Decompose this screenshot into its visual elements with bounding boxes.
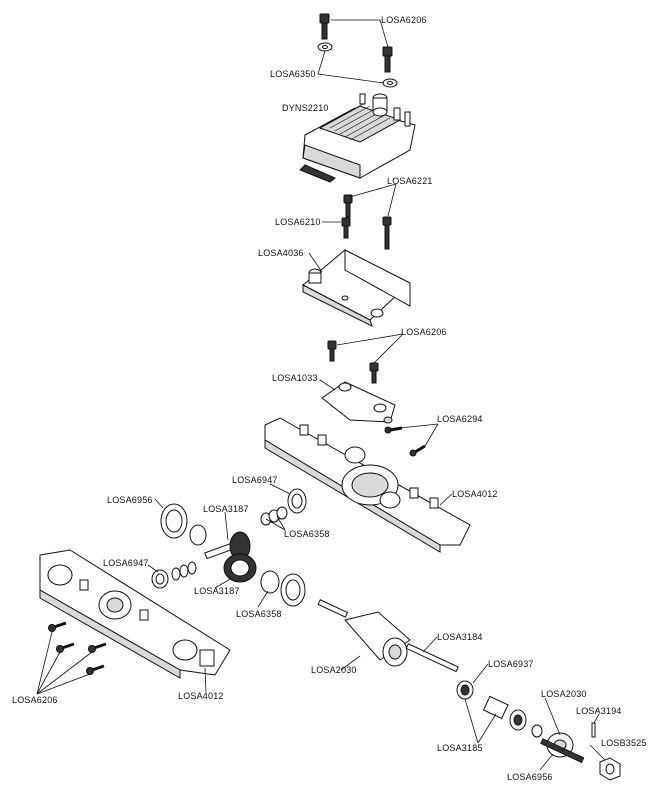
esc-unit bbox=[299, 93, 416, 183]
label-losa4012-bottom: LOSA4012 bbox=[178, 691, 224, 701]
label-losa3187-bottom: LOSA3187 bbox=[194, 586, 240, 596]
ring-right bbox=[531, 724, 543, 738]
top-screw-left bbox=[319, 13, 330, 40]
top-screw-right bbox=[382, 46, 393, 73]
label-losa6350: LOSA6350 bbox=[270, 69, 316, 79]
label-losa2030-right: LOSA2030 bbox=[541, 689, 587, 699]
ring-left bbox=[189, 524, 207, 546]
output-yoke bbox=[540, 732, 585, 764]
shims-left bbox=[171, 561, 197, 581]
screws-bottom-6206 bbox=[48, 621, 107, 675]
label-losa6206-mid: LOSA6206 bbox=[401, 327, 447, 337]
screw-mid-right bbox=[369, 362, 379, 384]
axle-housing-main bbox=[264, 417, 471, 553]
label-losa6221: LOSA6221 bbox=[387, 176, 433, 186]
label-losa3187-top: LOSA3187 bbox=[203, 504, 249, 514]
label-losa3194: LOSA3194 bbox=[576, 706, 622, 716]
screws-6294 bbox=[384, 426, 426, 457]
ring-gear bbox=[223, 553, 257, 583]
pinion-gear-shaft bbox=[204, 531, 251, 561]
screw-mid-left bbox=[327, 340, 337, 362]
washer-left-hole bbox=[322, 45, 328, 49]
spacer-3185 bbox=[482, 695, 509, 720]
bearing-6937 bbox=[456, 680, 474, 700]
label-losa6294: LOSA6294 bbox=[437, 414, 483, 424]
label-losb3525: LOSB3525 bbox=[601, 738, 647, 748]
label-dyns2210: DYNS2210 bbox=[282, 103, 329, 113]
label-losa4036: LOSA4036 bbox=[258, 248, 304, 258]
pin-3194 bbox=[591, 722, 596, 738]
washer-right-hole bbox=[387, 81, 393, 85]
label-losa6947-top: LOSA6947 bbox=[232, 475, 278, 485]
label-losa3185: LOSA3185 bbox=[437, 743, 483, 753]
ring-6358-bottom bbox=[260, 570, 280, 594]
esc-mount-plate bbox=[302, 249, 411, 327]
bearing-6956-left bbox=[160, 503, 188, 539]
axle-housing-left bbox=[39, 549, 231, 679]
label-losa3184: LOSA3184 bbox=[437, 632, 483, 642]
label-losa6947-left: LOSA6947 bbox=[103, 558, 149, 568]
driveshaft bbox=[317, 599, 459, 673]
label-losa6358-right: LOSA6358 bbox=[284, 529, 330, 539]
bearing-6947-top bbox=[287, 488, 307, 514]
label-losa4012-right: LOSA4012 bbox=[452, 489, 498, 499]
screw-6221-a bbox=[341, 217, 351, 239]
label-losa6956-left: LOSA6956 bbox=[107, 495, 153, 505]
label-losa6358-bottom: LOSA6358 bbox=[236, 609, 282, 619]
label-losa6206-bottom: LOSA6206 bbox=[12, 695, 58, 705]
bearing-6947-left bbox=[151, 569, 169, 589]
shims-6358-right bbox=[260, 506, 288, 526]
label-losa6956-bottom: LOSA6956 bbox=[507, 772, 553, 782]
label-losa6206-top: LOSA6206 bbox=[381, 15, 427, 25]
bearing-right-6956 bbox=[280, 573, 306, 607]
link-mount bbox=[321, 381, 396, 424]
leader-lines bbox=[36, 19, 606, 771]
screw-6221-b bbox=[382, 216, 392, 250]
label-losa2030-mid: LOSA2030 bbox=[311, 665, 357, 675]
bearing-3185-b bbox=[509, 709, 527, 731]
label-losa1033: LOSA1033 bbox=[272, 373, 318, 383]
label-losa6210: LOSA6210 bbox=[275, 217, 321, 227]
label-losa6937: LOSA6937 bbox=[488, 659, 534, 669]
screw-6210 bbox=[343, 194, 353, 218]
nut-3525 bbox=[599, 757, 621, 781]
